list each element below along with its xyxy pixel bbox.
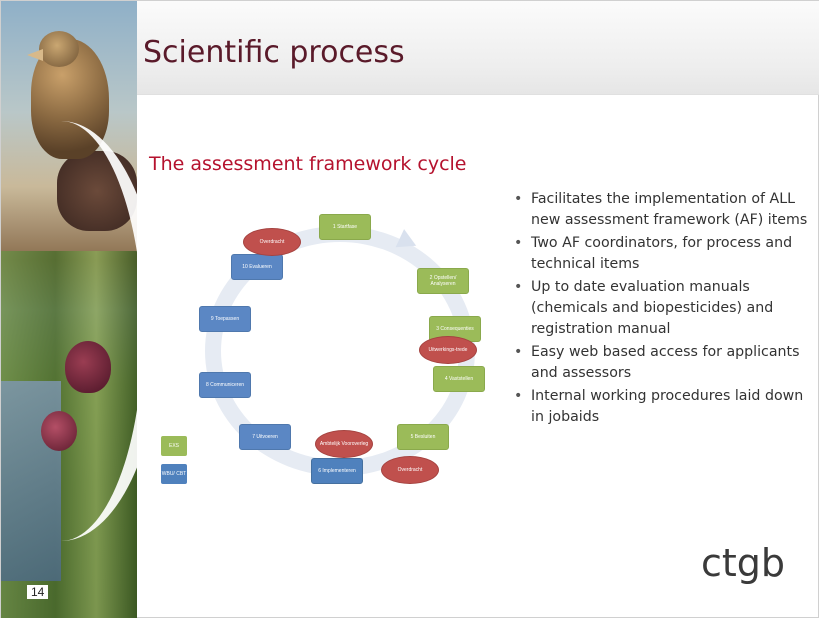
ctgb-logo: ctgb <box>701 541 786 585</box>
cycle-oval-overdracht-1: Overdracht <box>243 228 301 256</box>
assessment-framework-cycle-diagram: 1 Startfase 2 Opstellen/ Analyseren 3 Co… <box>151 206 511 496</box>
cycle-step-1: 1 Startfase <box>319 214 371 240</box>
cycle-step-4: 4 Vaststellen <box>433 366 485 392</box>
slide-subtitle: The assessment framework cycle <box>149 153 467 175</box>
title-band <box>137 1 819 95</box>
cycle-oval-uitwerkingstrede: Uitwerkings-trede <box>419 336 477 364</box>
page-number: 14 <box>27 585 49 599</box>
bullet-list: Facilitates the implementation of ALL ne… <box>509 189 815 430</box>
bullet-item: Two AF coordinators, for process and tec… <box>509 233 815 275</box>
slide-title: Scientific process <box>143 35 405 70</box>
legend-blue: WBU/ CBT <box>161 464 187 484</box>
skylark-head <box>39 31 79 67</box>
cycle-step-2: 2 Opstellen/ Analyseren <box>417 268 469 294</box>
cycle-step-7: 7 Uitvoeren <box>239 424 291 450</box>
cycle-step-8: 8 Communiceren <box>199 372 251 398</box>
bullet-item: Internal working procedures laid down in… <box>509 386 815 428</box>
bullet-item: Facilitates the implementation of ALL ne… <box>509 189 815 231</box>
legend-green: EXS <box>161 436 187 456</box>
white-swoosh <box>1 121 137 541</box>
cycle-oval-overdracht-2: Overdracht <box>381 456 439 484</box>
bullet-item: Up to date evaluation manuals (chemicals… <box>509 277 815 340</box>
cycle-step-5: 5 Besluiten <box>397 424 449 450</box>
cycle-step-10: 10 Evalueren <box>231 254 283 280</box>
bullet-item: Easy web based access for applicants and… <box>509 342 815 384</box>
cycle-step-6: 6 Implementeren <box>311 458 363 484</box>
skylark-beak <box>27 49 43 61</box>
decorative-photo-strip <box>1 1 137 618</box>
cycle-step-9: 9 Toepassen <box>199 306 251 332</box>
cycle-oval-ambtelijk-vooroverleg: Ambtelijk Vooroverleg <box>315 430 373 458</box>
